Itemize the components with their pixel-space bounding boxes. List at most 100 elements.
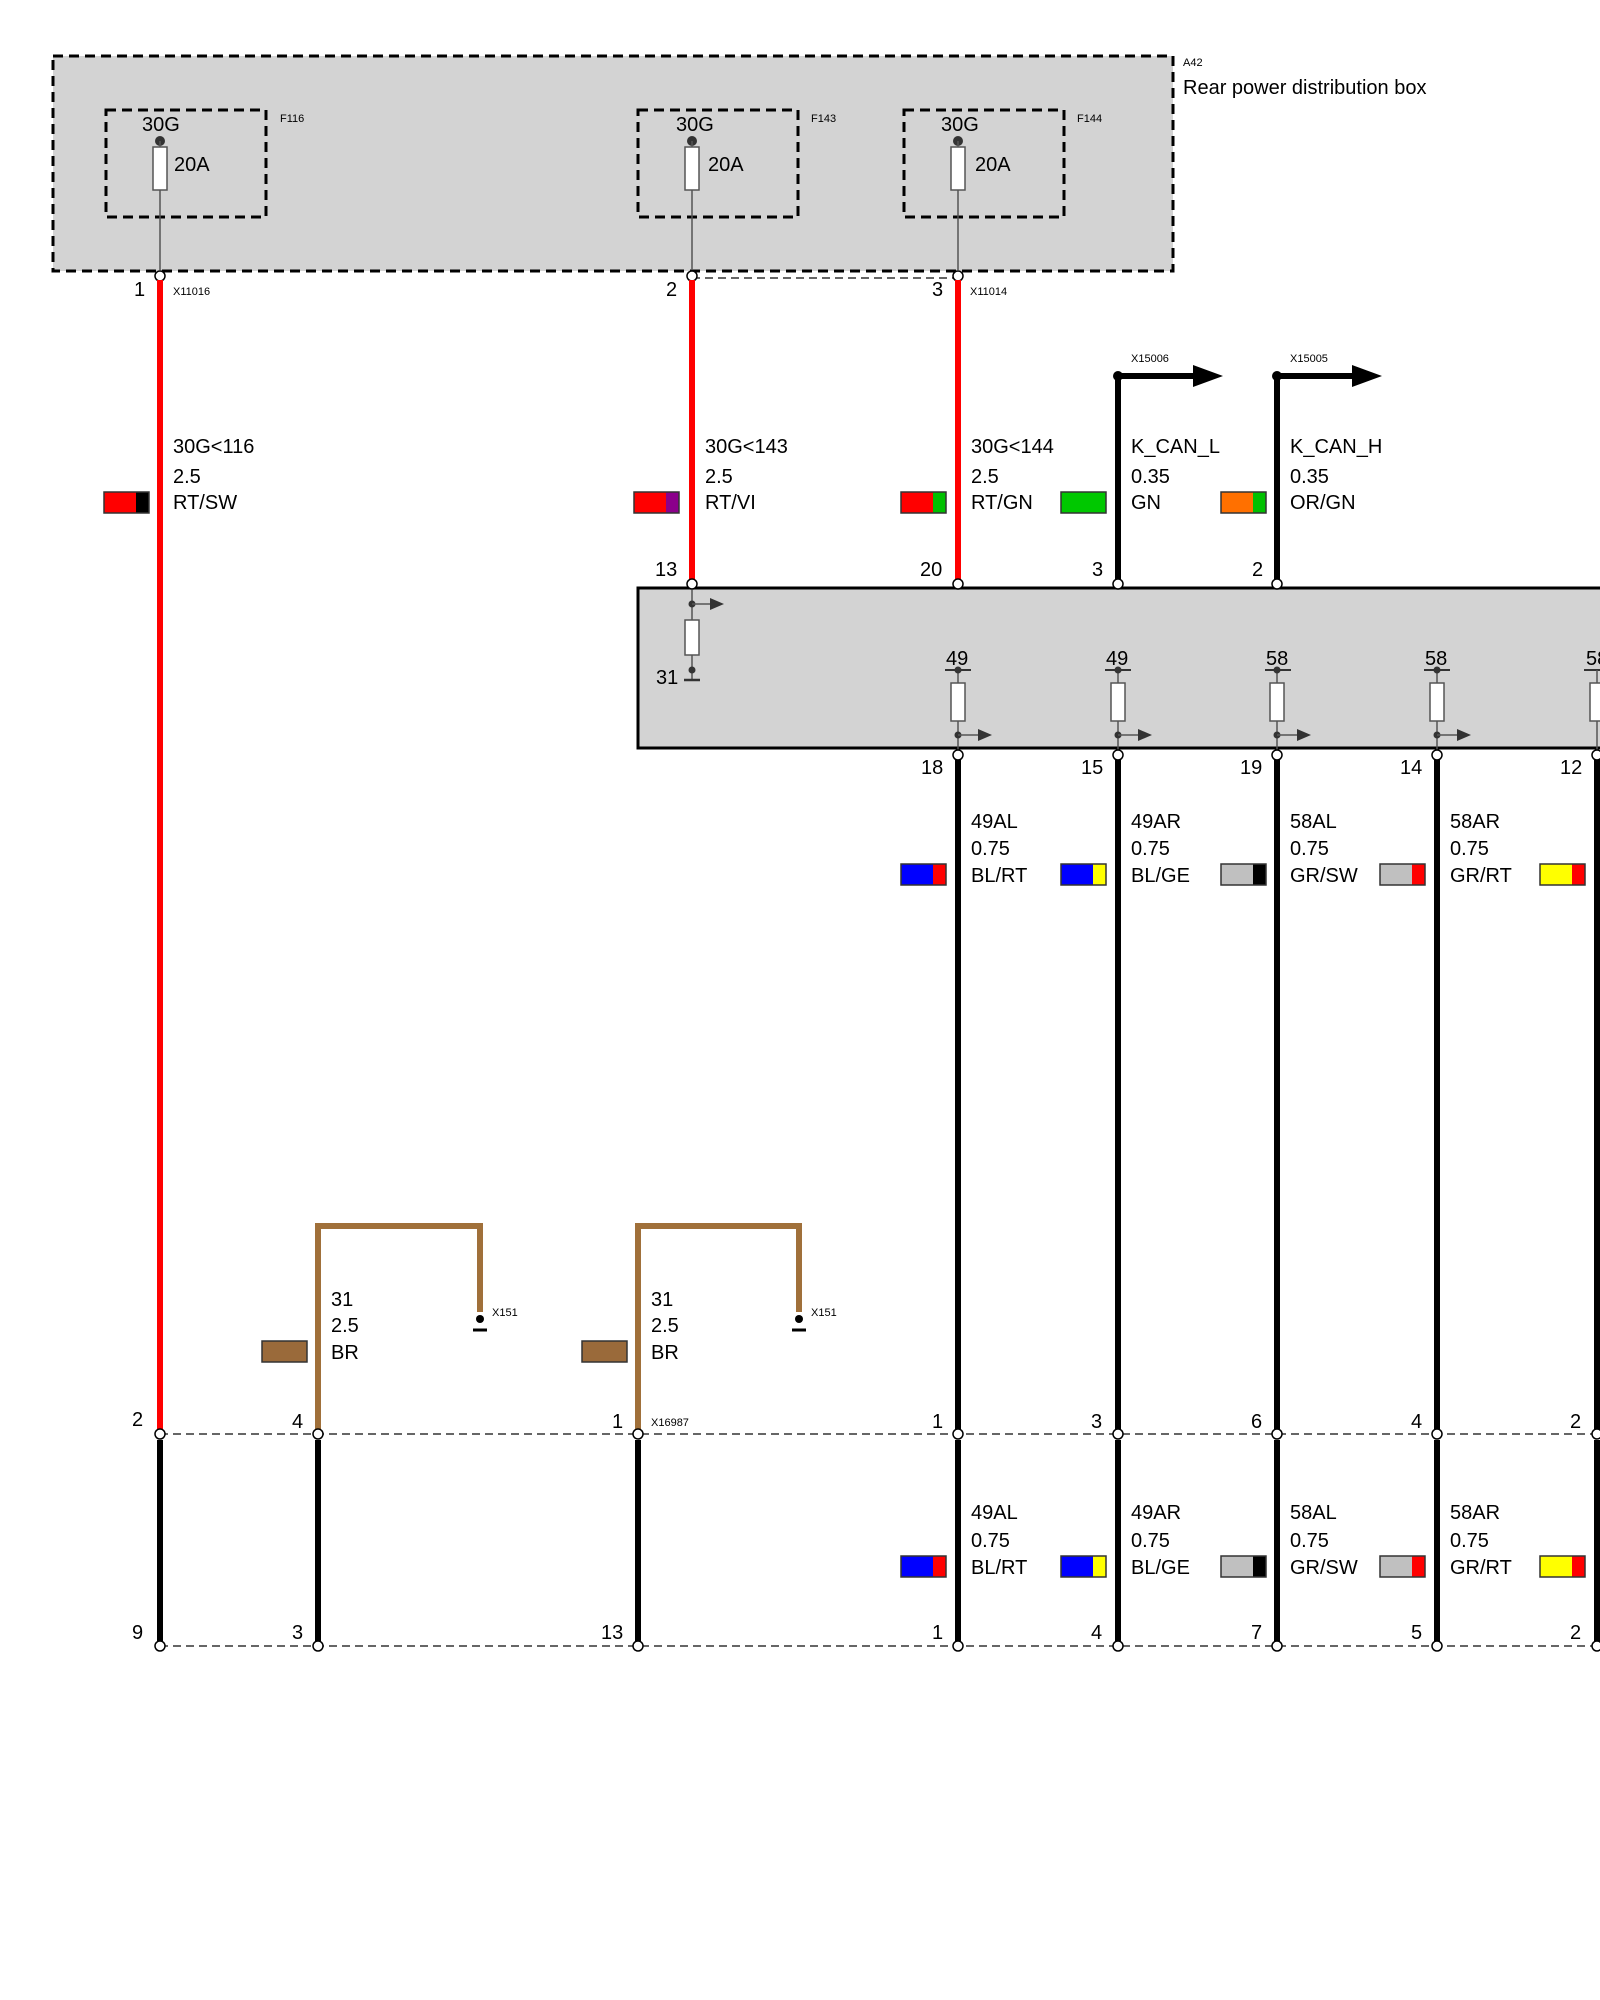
row1-pin: 2 — [132, 1409, 143, 1431]
color-swatch-gr-rt — [1379, 1555, 1426, 1578]
fuse-f144-rating: 20A — [975, 154, 1011, 176]
arrow-right-icon — [1297, 729, 1311, 741]
color-swatch-bl-rt — [900, 1555, 947, 1578]
svg-text:49AL: 49AL — [971, 811, 1018, 833]
lamp-input-pin-20: 20 — [920, 559, 942, 581]
svg-text:BL/RT: BL/RT — [971, 1557, 1027, 1579]
connector-row-1-markers — [154, 1428, 1600, 1440]
arrow-right-icon — [1138, 729, 1152, 741]
svg-text:49: 49 — [1106, 648, 1128, 670]
svg-text:GR/SW: GR/SW — [1290, 865, 1358, 887]
svg-text:2.5: 2.5 — [971, 466, 999, 488]
svg-text:BR: BR — [331, 1342, 359, 1364]
wire-label-58al-low: 58AL 0.75 GR/SW — [1220, 1502, 1358, 1579]
color-swatch-bl-ge — [1060, 1555, 1107, 1578]
arrow-right-icon — [978, 729, 992, 741]
fuse-f144-id: F144 — [1077, 113, 1102, 125]
wire-label-k-can-h: K_CAN_H 0.35 OR/GN — [1220, 436, 1382, 514]
row1-pin: 3 — [1091, 1411, 1102, 1433]
row1-pin: 4 — [292, 1411, 303, 1433]
output-driver-58-edge: 58 — [1584, 648, 1600, 750]
module-ground-element: 31 — [656, 590, 724, 689]
output-driver-58-right: 58 — [1424, 648, 1471, 750]
color-swatch-gr-sw — [1220, 1555, 1267, 1578]
svg-text:RT/VI: RT/VI — [705, 492, 756, 514]
svg-text:0.75: 0.75 — [1131, 838, 1170, 860]
color-swatch-ge-rt-mid — [1539, 863, 1586, 886]
svg-text:GR/RT: GR/RT — [1450, 865, 1512, 887]
svg-text:RT/SW: RT/SW — [173, 492, 237, 514]
svg-text:2.5: 2.5 — [331, 1315, 359, 1337]
svg-text:BL/RT: BL/RT — [971, 865, 1027, 887]
color-swatch-rt-gn — [900, 491, 947, 514]
a42-module-id: A42 — [1183, 57, 1203, 69]
fuse-f116-terminal: 30G — [142, 114, 180, 136]
wire-label-58ar-mid: 58AR 0.75 GR/RT — [1379, 811, 1512, 887]
color-swatch-or-gn — [1220, 491, 1267, 514]
color-swatch-bl-ge — [1060, 863, 1107, 886]
row2-pin: 4 — [1091, 1622, 1102, 1644]
svg-text:K_CAN_L: K_CAN_L — [1131, 436, 1220, 458]
row2-pin: 2 — [1570, 1622, 1581, 1644]
color-swatch-gr-sw — [1220, 863, 1267, 886]
svg-text:58: 58 — [1586, 648, 1600, 670]
fuse-f144: F144 30G 20A — [902, 108, 1102, 270]
lamp-input-pin-13: 13 — [655, 559, 677, 581]
lamp-output-pin-18: 18 — [921, 757, 943, 779]
wire-label-49al-mid: 49AL 0.75 BL/RT — [900, 811, 1027, 887]
arrow-right-icon — [1193, 365, 1223, 387]
svg-text:0.35: 0.35 — [1131, 466, 1170, 488]
fuse-f116-id: F116 — [280, 113, 304, 125]
row1-pin: 1 — [932, 1411, 943, 1433]
a42-pin-2: 2 — [666, 279, 677, 301]
svg-text:58: 58 — [1425, 648, 1447, 670]
color-swatch-rt-vi — [633, 491, 680, 514]
svg-text:30G<143: 30G<143 — [705, 436, 788, 458]
fuse-f144-element — [950, 146, 966, 191]
k-can-l-line: X15006 — [1113, 353, 1223, 580]
svg-text:OR/GN: OR/GN — [1290, 492, 1356, 514]
output-driver-49-left: 49 — [945, 648, 992, 750]
svg-text:GR/SW: GR/SW — [1290, 1557, 1358, 1579]
svg-text:30G<116: 30G<116 — [173, 436, 254, 458]
module-ground-label: 31 — [656, 667, 678, 689]
connector-x16987-label: X16987 — [651, 1417, 689, 1429]
row2-pin: 7 — [1251, 1622, 1262, 1644]
wire-label-49ar-low: 49AR 0.75 BL/GE — [1060, 1502, 1190, 1579]
wire-label-30g-116: 30G<116 2.5 RT/SW — [103, 436, 254, 514]
arrow-right-icon — [1352, 365, 1382, 387]
fuse-f116: F116 30G 20A — [104, 108, 304, 270]
lamp-output-pin-12: 12 — [1560, 757, 1582, 779]
svg-text:31: 31 — [331, 1289, 353, 1311]
fuse-f143-rating: 20A — [708, 154, 744, 176]
connector-row-2-markers — [154, 1640, 1600, 1652]
svg-text:58: 58 — [1266, 648, 1288, 670]
svg-text:0.35: 0.35 — [1290, 466, 1329, 488]
wire-label-58al-mid: 58AL 0.75 GR/SW — [1220, 811, 1358, 887]
svg-text:49AR: 49AR — [1131, 811, 1181, 833]
svg-text:49: 49 — [946, 648, 968, 670]
color-swatch-br — [261, 1340, 308, 1363]
a42-pin-3: 3 — [932, 279, 943, 301]
svg-text:58AR: 58AR — [1450, 1502, 1500, 1524]
wire-label-k-can-l: K_CAN_L 0.35 GN — [1060, 436, 1220, 514]
svg-text:K_CAN_H: K_CAN_H — [1290, 436, 1382, 458]
lamp-output-pin-14: 14 — [1400, 757, 1422, 779]
lamp-output-pin-19: 19 — [1240, 757, 1262, 779]
fuse-f116-element — [152, 146, 168, 191]
color-swatch-gn — [1060, 491, 1107, 514]
fuse-f143-id: F143 — [811, 113, 836, 125]
lamp-output-pin-15: 15 — [1081, 757, 1103, 779]
svg-text:58AR: 58AR — [1450, 811, 1500, 833]
a42-pin-1: 1 — [134, 279, 145, 301]
wire-label-58ar-low: 58AR 0.75 GR/RT — [1379, 1502, 1512, 1579]
row1-pin: 4 — [1411, 1411, 1422, 1433]
svg-text:BL/GE: BL/GE — [1131, 865, 1190, 887]
color-swatch-br — [581, 1340, 628, 1363]
row2-pin: 1 — [932, 1622, 943, 1644]
connector-x15006-label: X15006 — [1131, 353, 1169, 365]
fuse-f144-terminal: 30G — [941, 114, 979, 136]
wire-label-30g-143: 30G<143 2.5 RT/VI — [633, 436, 788, 514]
lamp-module-input-markers — [686, 578, 1283, 590]
ground-connector-x151-label: X151 — [811, 1307, 837, 1319]
